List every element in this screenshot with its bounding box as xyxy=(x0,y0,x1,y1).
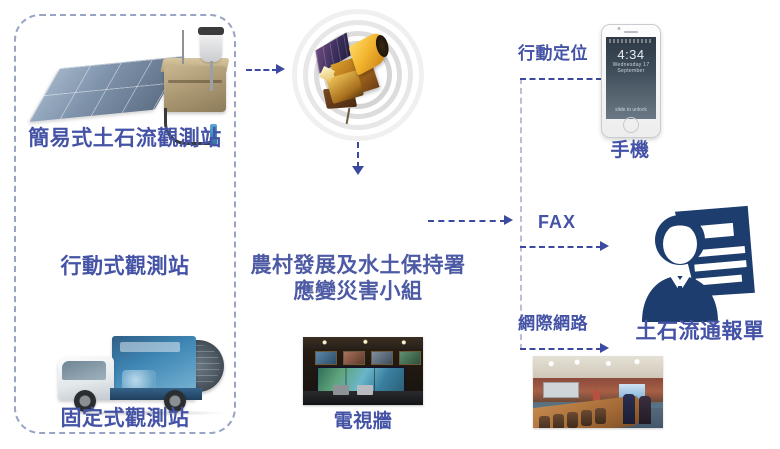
solar-panel-datalogger-station-icon xyxy=(14,14,236,146)
observation-stations-group-box xyxy=(14,14,236,434)
report-person-document-icon xyxy=(628,196,770,322)
phone-date: Wednesday 17 September xyxy=(612,62,650,74)
link-label-mobile-positioning: 行動定位 xyxy=(518,44,588,63)
connector-spine-to-phone xyxy=(520,78,602,80)
center-label-line2: 應變災害小組 xyxy=(293,280,423,303)
tv-wall-card[interactable]: 電視牆 xyxy=(290,337,436,435)
link-label-internet: 網際網路 xyxy=(518,314,588,333)
dish-monitoring-house-icon xyxy=(14,282,236,414)
station-label-fixed: 固定式觀測站 xyxy=(60,407,190,430)
tv-wall-label: 電視牆 xyxy=(333,411,393,432)
satellite-truck-icon xyxy=(14,160,236,416)
distribution-spine xyxy=(520,78,522,350)
phone-time: 4:34 xyxy=(617,47,645,62)
connector-spine-to-report xyxy=(520,348,602,350)
satellite-icon xyxy=(292,9,424,141)
connector-stations-to-satellite xyxy=(246,69,278,71)
center-label-line1: 農村發展及水土保持署 xyxy=(250,254,466,277)
conference-room-photo-icon xyxy=(533,356,663,428)
smartphone-icon: 4:34 Wednesday 17 September slide to unl… xyxy=(601,24,661,138)
report-card[interactable]: 土石流通報單 xyxy=(620,196,780,352)
phone-label: 手機 xyxy=(610,140,650,161)
station-label-simple: 簡易式土石流觀測站 xyxy=(28,127,222,150)
arrowhead-center-to-spine xyxy=(504,215,513,225)
connector-center-to-spine xyxy=(428,220,506,222)
phone-slide-hint: slide to unlock xyxy=(615,107,647,113)
connector-spine-to-fax xyxy=(520,246,602,248)
station-card-simple[interactable]: 簡易式土石流觀測站 xyxy=(14,14,236,154)
phone-card[interactable]: 4:34 Wednesday 17 September slide to unl… xyxy=(580,24,680,161)
arrowhead-satellite-to-center xyxy=(352,166,364,175)
arrowhead-stations-to-satellite xyxy=(276,64,285,74)
arrowhead-fax xyxy=(600,241,609,251)
station-card-mobile[interactable]: 行動式觀測站 xyxy=(14,160,236,416)
report-label: 土石流通報單 xyxy=(635,320,765,343)
connector-satellite-to-center xyxy=(357,142,359,168)
emergency-response-center[interactable]: 農村發展及水土保持署 應變災害小組 xyxy=(240,178,663,428)
tv-wall-photo-icon xyxy=(303,337,423,405)
station-label-mobile: 行動式觀測站 xyxy=(60,255,190,278)
arrowhead-internet xyxy=(600,343,609,353)
link-label-fax: FAX xyxy=(538,212,577,232)
station-card-fixed[interactable]: 固定式觀測站 xyxy=(14,282,236,434)
